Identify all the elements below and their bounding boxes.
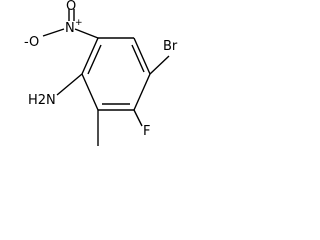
oxygen-minus-label: -O — [24, 35, 39, 50]
bond-c4-fluorine — [133, 109, 143, 127]
nitro-plus-label: + — [75, 18, 83, 28]
nitro-nitrogen-label: N — [65, 21, 75, 36]
molecule-diagram: O N + -O Br F H2N — [24, 0, 178, 146]
bond-c3-bromine — [149, 55, 170, 75]
ring-double-bond-c2-c3 — [131, 44, 145, 73]
fluorine-label: F — [143, 124, 150, 139]
ring-bond-c3-c4 — [133, 73, 151, 111]
ring-double-bond-c6-c1 — [87, 44, 102, 75]
bromine-label: Br — [163, 39, 178, 54]
ring-bond-c2-c3 — [133, 37, 151, 75]
bond-nitro-n-o-minus — [42, 28, 65, 37]
ring-bond-c6-c1 — [81, 37, 99, 75]
amine-label: H2N — [28, 93, 56, 108]
ring-bond-c5-c6 — [81, 73, 99, 111]
structure-canvas: O N + -O Br F H2N — [0, 0, 196, 172]
bond-c6-amine — [56, 73, 83, 96]
oxygen-top-label: O — [66, 0, 76, 14]
bond-c1-nitro-n — [74, 28, 99, 39]
